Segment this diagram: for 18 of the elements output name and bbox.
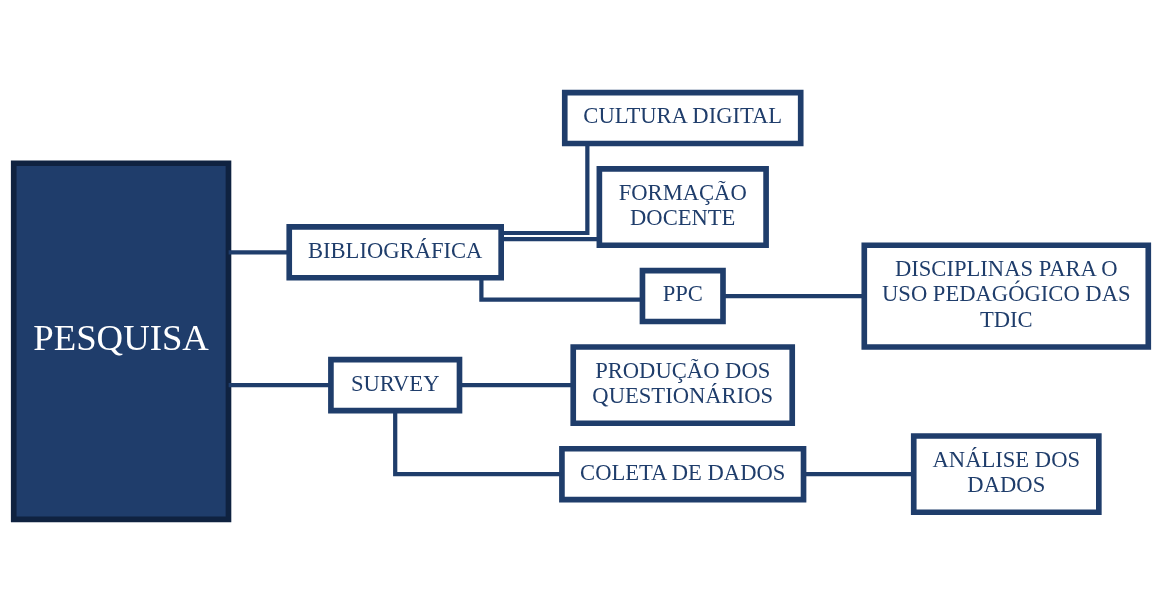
node-box: CULTURA DIGITAL [561, 89, 804, 147]
connector [228, 383, 331, 388]
connector [723, 294, 865, 299]
node-box: ANÁLISE DOS DADOS [910, 433, 1102, 516]
connector [459, 383, 573, 388]
connector [501, 143, 590, 236]
node-box: PESQUISA [10, 160, 232, 523]
connector [393, 410, 562, 477]
node-box: PPC [639, 267, 726, 325]
node-box: BIBLIOGRÁFICA [286, 224, 504, 281]
node-box: SURVEY [328, 356, 463, 414]
node-box: DISCIPLINAS PARA O USO PEDAGÓGICO DAS TDIC [861, 242, 1152, 350]
connector [501, 237, 599, 242]
node-box: COLETA DE DADOS [559, 445, 807, 503]
node-box: PRODUÇÃO DOS QUESTIONÁRIOS [570, 344, 796, 427]
connector [803, 472, 914, 477]
connector [228, 250, 289, 255]
node-box: FORMAÇÃO DOCENTE [596, 166, 769, 249]
